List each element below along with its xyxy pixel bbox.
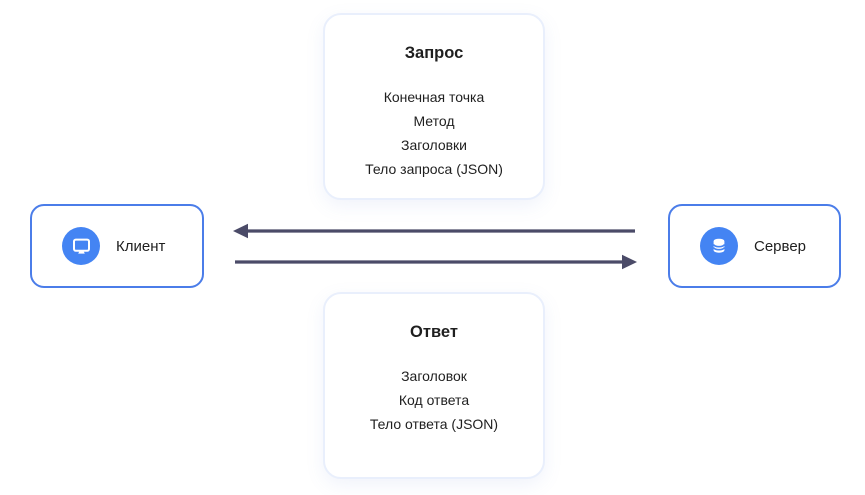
- card-item: Заголовок: [401, 368, 467, 384]
- card-item: Конечная точка: [383, 89, 485, 105]
- response-card-title: Ответ: [410, 323, 458, 341]
- card-item: Заголовки: [400, 137, 467, 153]
- arrow-right: [235, 254, 637, 270]
- arrow-left: [233, 223, 635, 239]
- request-card-title: Запрос: [404, 44, 464, 62]
- card-item: Метод: [413, 113, 455, 129]
- server-node: Сервер: [668, 204, 841, 288]
- client-node-label: Клиент: [116, 237, 166, 255]
- monitor-icon: [62, 227, 100, 265]
- client-node: Клиент: [30, 204, 204, 288]
- database-icon: [700, 227, 738, 265]
- card-item: Тело запроса (JSON): [365, 161, 503, 177]
- server-node-label: Сервер: [754, 237, 807, 255]
- exchange-arrows: [233, 223, 637, 270]
- card-item: Тело ответа (JSON): [369, 416, 499, 432]
- card-item: Код ответа: [398, 392, 470, 408]
